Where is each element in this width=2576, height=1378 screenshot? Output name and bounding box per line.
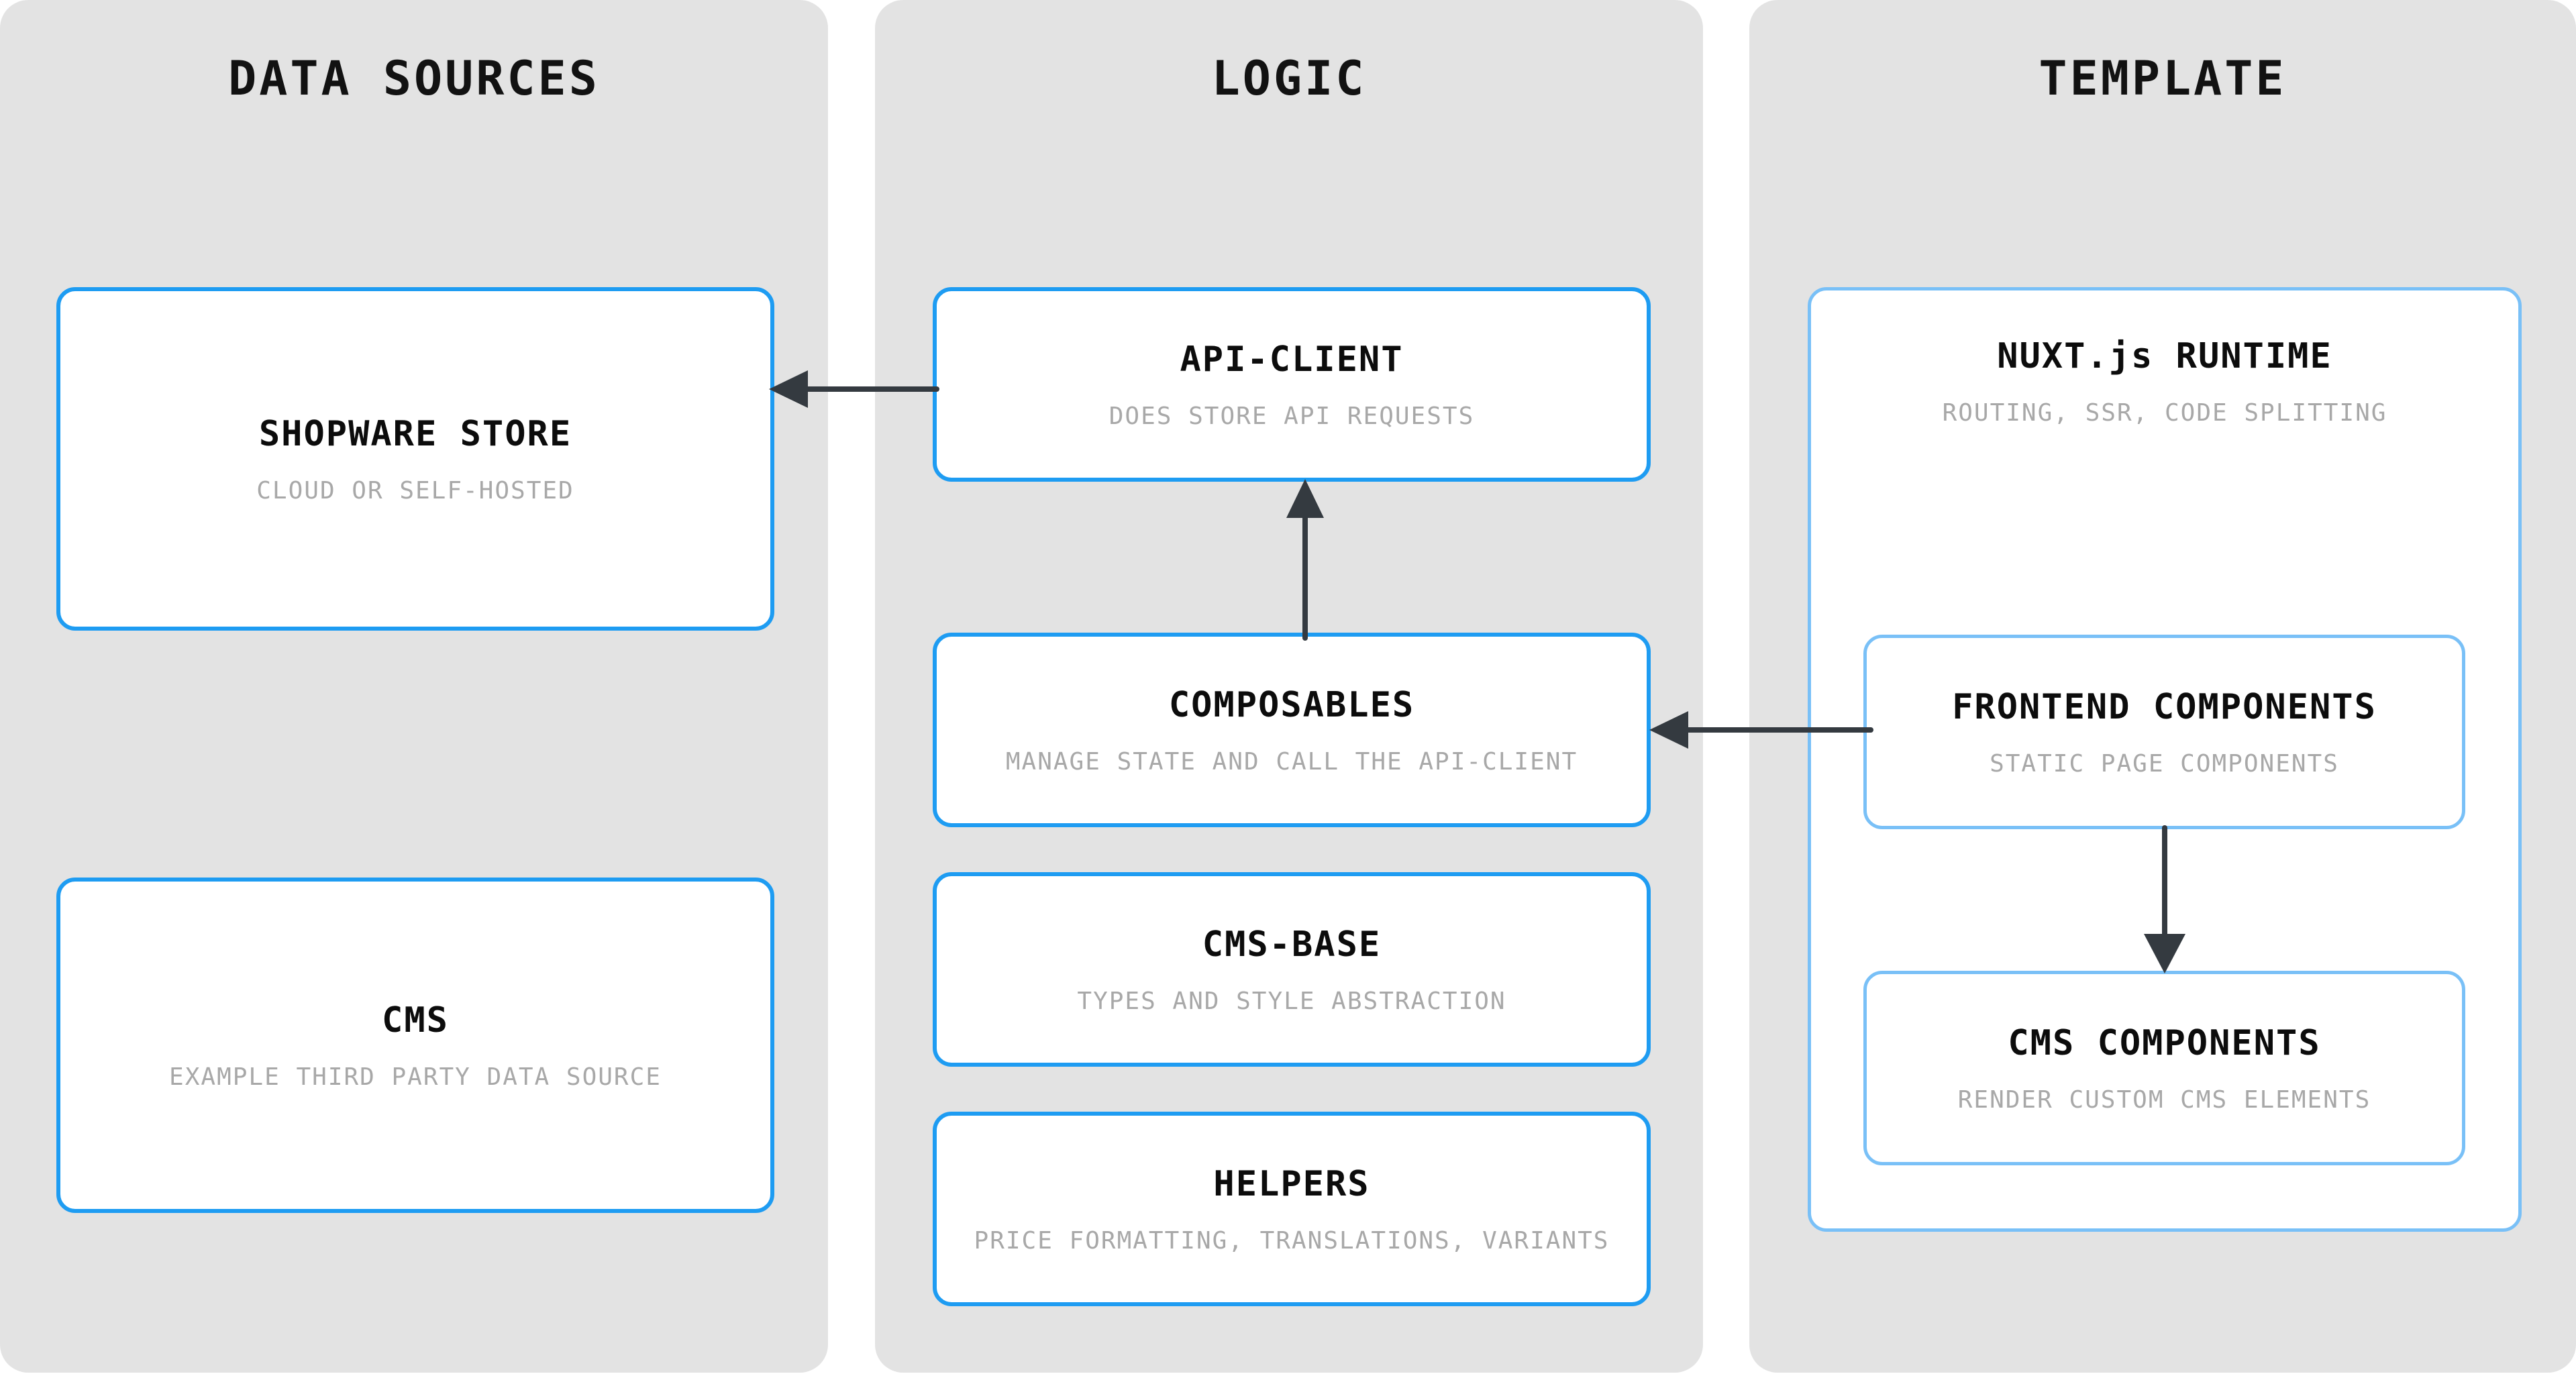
card-subtitle-cms-components: RENDER CUSTOM CMS ELEMENTS (1957, 1085, 2371, 1114)
card-cms-components[interactable]: CMS COMPONENTS RENDER CUSTOM CMS ELEMENT… (1863, 971, 2465, 1165)
card-title-nuxt-runtime: NUXT.js RUNTIME (1997, 336, 2332, 376)
card-title-frontend-components: FRONTEND COMPONENTS (1952, 686, 2377, 727)
card-api-client[interactable]: API-CLIENT DOES STORE API REQUESTS (933, 287, 1651, 482)
card-title-cms-components: CMS COMPONENTS (2008, 1022, 2321, 1063)
column-title-template: TEMPLATE (2039, 51, 2287, 106)
card-subtitle-composables: MANAGE STATE AND CALL THE API-CLIENT (1005, 747, 1578, 776)
column-title-logic: LOGIC (1211, 51, 1367, 106)
card-composables[interactable]: COMPOSABLES MANAGE STATE AND CALL THE AP… (933, 633, 1651, 827)
card-subtitle-cms-base: TYPES AND STYLE ABSTRACTION (1077, 987, 1506, 1015)
column-title-data-sources: DATA SOURCES (228, 51, 600, 106)
card-title-shopware-store: SHOPWARE STORE (258, 413, 572, 454)
card-helpers[interactable]: HELPERS PRICE FORMATTING, TRANSLATIONS, … (933, 1112, 1651, 1306)
card-subtitle-cms: EXAMPLE THIRD PARTY DATA SOURCE (169, 1063, 662, 1091)
card-subtitle-api-client: DOES STORE API REQUESTS (1109, 402, 1475, 430)
card-subtitle-frontend-components: STATIC PAGE COMPONENTS (1990, 749, 2339, 778)
card-frontend-components[interactable]: FRONTEND COMPONENTS STATIC PAGE COMPONEN… (1863, 635, 2465, 829)
card-title-cms: CMS (382, 1000, 449, 1041)
card-cms-base[interactable]: CMS-BASE TYPES AND STYLE ABSTRACTION (933, 872, 1651, 1067)
card-title-cms-base: CMS-BASE (1202, 924, 1382, 965)
card-title-composables: COMPOSABLES (1168, 684, 1415, 725)
card-title-api-client: API-CLIENT (1180, 339, 1404, 380)
card-subtitle-helpers: PRICE FORMATTING, TRANSLATIONS, VARIANTS (974, 1226, 1610, 1255)
card-subtitle-nuxt-runtime: ROUTING, SSR, CODE SPLITTING (1942, 399, 2387, 427)
card-cms[interactable]: CMS EXAMPLE THIRD PARTY DATA SOURCE (56, 878, 774, 1213)
card-shopware-store[interactable]: SHOPWARE STORE CLOUD OR SELF-HOSTED (56, 287, 774, 631)
card-title-helpers: HELPERS (1213, 1163, 1370, 1204)
card-subtitle-shopware-store: CLOUD OR SELF-HOSTED (256, 476, 574, 505)
